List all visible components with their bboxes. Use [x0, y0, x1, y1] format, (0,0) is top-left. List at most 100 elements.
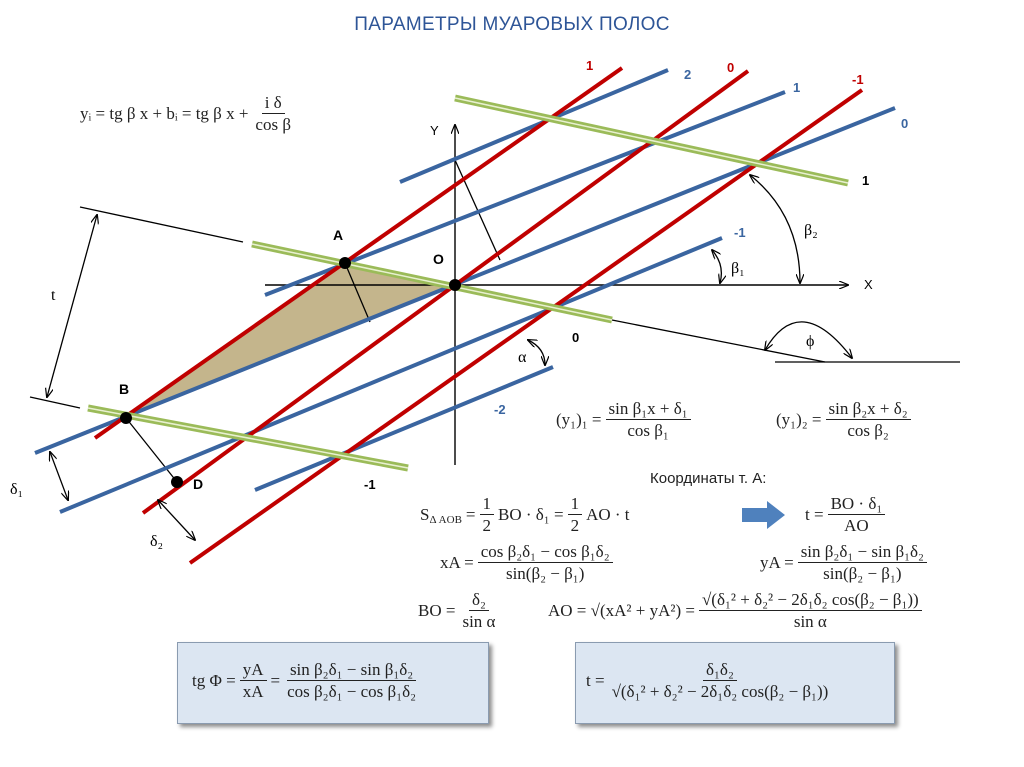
- red-line-0: [141, 69, 750, 515]
- blue-line-1: [264, 90, 786, 297]
- tbox-num: δ₁δ₂: [703, 659, 737, 681]
- tgphi-den: cos β₂δ₁ − cos β₁δ₂: [287, 682, 417, 701]
- blue-line-minus2: [254, 365, 554, 492]
- t-box-equation: t = δ₁δ₂√(δ₁² + δ₂² − 2δ₁δ₂ cos(β₂ − β₁)…: [586, 659, 831, 702]
- label-b: B: [119, 381, 129, 397]
- xa-lhs: xA =: [440, 552, 474, 572]
- y1-2-den: cos β₂: [847, 421, 889, 440]
- red-label-minus1: -1: [852, 72, 864, 87]
- blue-label-minus1: -1: [734, 225, 746, 240]
- height-a: [344, 262, 371, 323]
- t-guide-line-bottom: [29, 396, 81, 409]
- area-f2-num: 1: [567, 493, 583, 515]
- bo-lhs: BO =: [418, 600, 456, 620]
- blue-line-minus1: [59, 236, 723, 514]
- ao-lhs: AO = √(xA² + yA²) =: [548, 600, 695, 620]
- label-phi: ϕ: [806, 333, 814, 350]
- alpha-arc: [528, 340, 545, 365]
- slide-title: ПАРАМЕТРЫ МУАРОВЫХ ПОЛОС: [354, 14, 670, 35]
- label-beta1: β₁: [731, 260, 745, 277]
- area-mid: BO · δ₁ =: [498, 504, 564, 524]
- beta1-arc: [712, 250, 721, 283]
- label-a: A: [333, 227, 343, 243]
- bo-den: sin α: [462, 612, 496, 631]
- triangle-aob: [126, 263, 455, 418]
- blue-label-2: 2: [684, 67, 691, 82]
- ya-den: sin(β₂ − β₁): [823, 564, 902, 583]
- t-guide-line-top: [79, 206, 244, 243]
- delta1-arrow: [50, 452, 68, 500]
- bo-num: δ₂: [468, 589, 489, 611]
- tbox-lhs: t =: [586, 670, 605, 690]
- label-delta2: δ₂: [150, 533, 163, 550]
- y1-2-num: sin β₂x + δ₂: [825, 398, 911, 420]
- phi-arc: [765, 321, 852, 358]
- point-o: [449, 279, 461, 291]
- x-axis-label: X: [864, 277, 873, 292]
- area-tail: AO · t: [586, 504, 630, 524]
- label-o: O: [433, 251, 444, 267]
- ya-lhs: yA =: [760, 552, 794, 572]
- ya-num: sin β₂δ₁ − sin β₁δ₂: [797, 541, 927, 563]
- implication-arrow-icon: [742, 501, 785, 529]
- area-f1-den: 2: [482, 516, 492, 535]
- area-lhs: S: [420, 504, 430, 524]
- fringe-label-1: 1: [862, 173, 869, 188]
- tgphi-num: sin β₂δ₁ − sin β₁δ₂: [286, 659, 417, 681]
- blue-label-1: 1: [793, 80, 800, 95]
- t-formula-box: t = δ₁δ₂√(δ₁² + δ₂² − 2δ₁δ₂ cos(β₂ − β₁)…: [575, 642, 895, 724]
- label-d: D: [193, 476, 203, 492]
- label-delta1: δ₁: [10, 481, 23, 498]
- coords-title: Координаты т. А:: [650, 470, 767, 487]
- moire-fringes: [87, 94, 849, 472]
- y1-1-num: sin β₁x + δ₁: [605, 398, 691, 420]
- delta2-arrow: [158, 500, 195, 540]
- tgphi-lhs: tg Φ =: [192, 670, 236, 690]
- xa-num: cos β₂δ₁ − cos β₁δ₂: [477, 541, 613, 563]
- xa-den: sin(β₂ − β₁): [505, 564, 585, 583]
- red-line-minus1: [188, 88, 864, 565]
- line-eq-lhs: yᵢ = tg β x + bᵢ = tg β x +: [80, 103, 249, 123]
- t-guide-line-right: [611, 319, 826, 363]
- y-axis-label: Y: [430, 123, 439, 138]
- area-sub: Δ AOB: [429, 513, 462, 526]
- tgphi-f1-den: xA: [242, 682, 264, 701]
- ao-num: √(δ₁² + δ₂² − 2δ₁δ₂ cos(β₂ − β₁)): [698, 589, 922, 611]
- blue-line-2: [399, 68, 669, 184]
- area-eq: =: [465, 504, 476, 524]
- red-label-1: 1: [586, 58, 593, 73]
- points: [120, 257, 461, 488]
- label-t: t: [51, 287, 56, 304]
- beta2-arc: [750, 175, 800, 283]
- area-f2-den: 2: [570, 516, 580, 535]
- ao-den: sin α: [793, 612, 827, 631]
- point-d: [171, 476, 183, 488]
- y1-1-den: cos β₁: [627, 421, 669, 440]
- red-grating: [93, 66, 864, 565]
- red-line-1: [93, 66, 624, 440]
- blue-label-minus2: -2: [494, 402, 506, 417]
- ao-equation: AO = √(xA² + yA²) = √(δ₁² + δ₂² − 2δ₁δ₂ …: [548, 589, 922, 632]
- y1-1-lhs: (y₁)₁ =: [556, 409, 602, 429]
- tgphi-eq: =: [270, 670, 281, 690]
- t-eq-num: BO · δ₁: [827, 493, 886, 515]
- fringe-label-0: 0: [572, 330, 579, 345]
- fringe-label-minus1: -1: [364, 477, 376, 492]
- tgphi-f1-num: yA: [239, 659, 267, 681]
- y1-2-lhs: (y₁)₂ =: [776, 409, 822, 429]
- line-eq-den: cos β: [255, 115, 291, 134]
- label-beta2: β₂: [804, 222, 818, 239]
- label-alpha: α: [518, 349, 527, 366]
- blue-label-0: 0: [901, 116, 908, 131]
- point-b: [120, 412, 132, 424]
